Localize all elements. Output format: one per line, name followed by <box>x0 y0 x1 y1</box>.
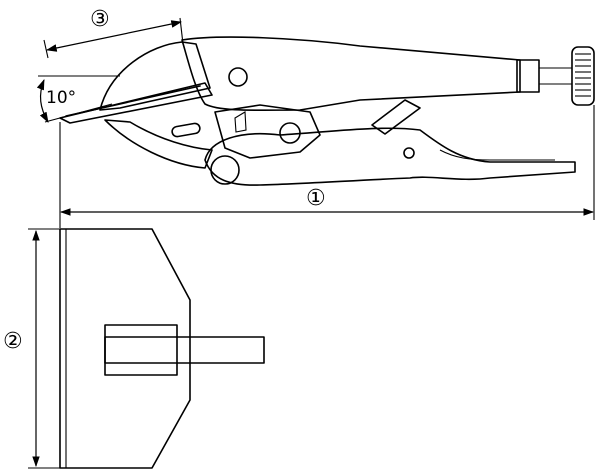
adjustment-knob <box>571 46 595 106</box>
jaw-front-view <box>59 228 265 469</box>
angle-indicator: 10° <box>36 75 120 123</box>
dimension-label-1: ① <box>306 186 326 211</box>
handle-rivet <box>228 67 248 87</box>
dimension-label-2: ② <box>3 329 23 354</box>
screw-nut <box>516 59 540 93</box>
jaw-outline <box>59 228 191 469</box>
release-lever <box>234 111 247 133</box>
dimension-label-3: ③ <box>90 7 110 32</box>
jaw-inner-line <box>65 85 201 117</box>
jaw-stub-block <box>104 324 178 376</box>
fixed-handle <box>181 36 521 112</box>
moving-handle <box>204 127 576 186</box>
pliers-side-view <box>59 36 595 186</box>
angle-label: 10° <box>46 88 76 108</box>
linkage-pivot <box>279 122 301 144</box>
jaw-shaft <box>104 336 265 364</box>
jaw-width-dimension: ② <box>2 228 60 469</box>
linkage-plate <box>214 104 321 159</box>
spring-link <box>371 99 421 135</box>
handle-pivot <box>210 155 240 185</box>
handle-inner-line <box>439 149 555 161</box>
knob-knurling <box>575 53 591 97</box>
jaw-length-dimension: ③ <box>43 7 184 59</box>
lower-jaw <box>59 82 213 124</box>
handle-hole <box>403 147 415 159</box>
overall-length-dimension: ① <box>59 105 595 228</box>
lower-jaw-arm <box>104 119 213 169</box>
jaw-slot <box>171 122 201 138</box>
